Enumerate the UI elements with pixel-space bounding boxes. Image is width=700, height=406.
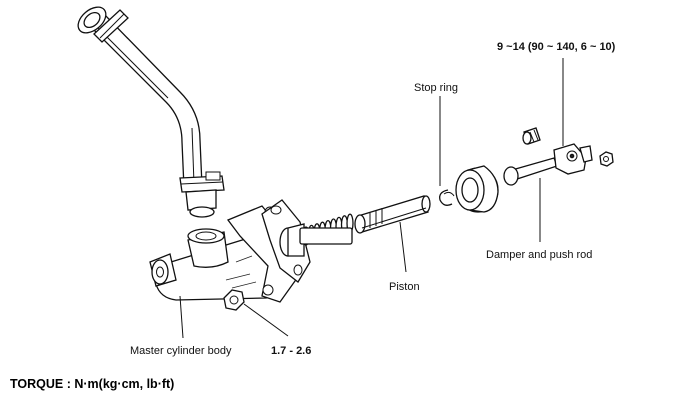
master-cylinder-body-label: Master cylinder body	[130, 345, 232, 357]
return-spring	[279, 213, 354, 257]
clevis-nut	[599, 151, 614, 167]
damper-push-rod-label: Damper and push rod	[486, 249, 592, 261]
torque-spec-nut-label: 1.7 - 2.6	[271, 345, 311, 357]
reservoir-hose	[77, 6, 225, 218]
torque-units-caption: TORQUE : N·m(kg·cm, lb·ft)	[10, 377, 174, 391]
leader-lines	[179, 58, 564, 339]
clevis-pin	[522, 127, 541, 145]
damper-and-push-rod	[503, 143, 593, 186]
master-cylinder-body	[149, 205, 301, 303]
mounting-nut	[223, 289, 245, 311]
boot	[455, 165, 499, 213]
piston	[354, 195, 431, 234]
stop-ring-label: Stop ring	[414, 82, 458, 94]
torque-spec-clevis-label: 9 ~14 (90 ~ 140, 6 ~ 10)	[497, 41, 616, 53]
piston-label: Piston	[389, 281, 420, 293]
stop-ring	[439, 189, 455, 206]
